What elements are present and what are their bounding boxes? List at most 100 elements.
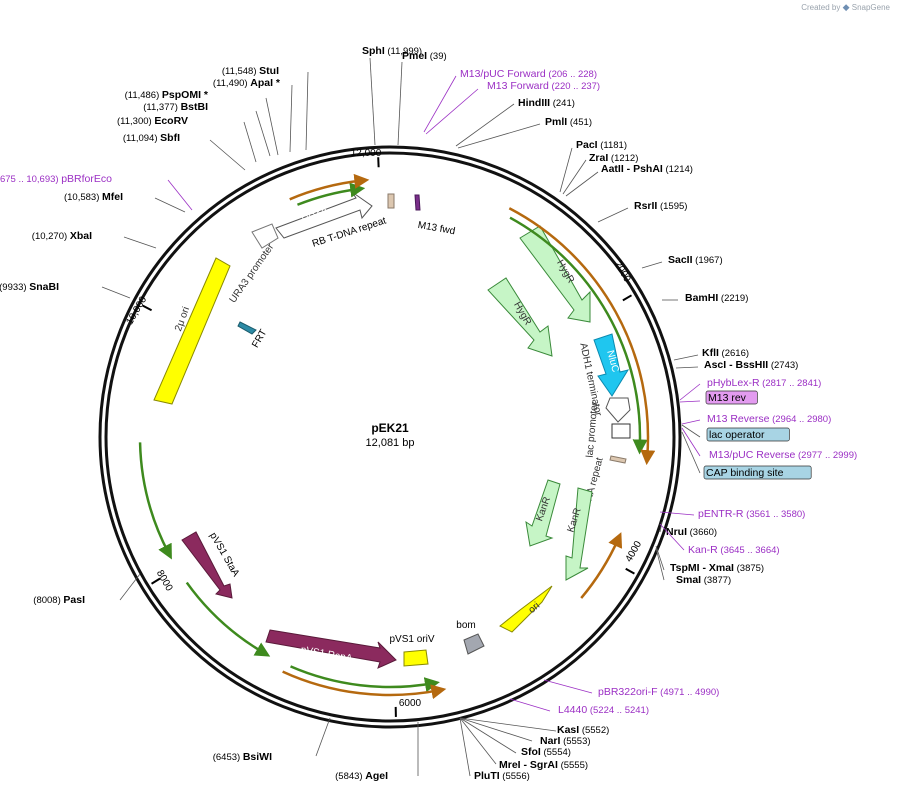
feature-m13-fwd[interactable]: M13 fwd	[414, 194, 456, 237]
feature-hygr[interactable]: HygR	[519, 225, 591, 323]
site-name: SphI	[362, 45, 385, 57]
feature-track	[296, 182, 366, 206]
site-bstbi[interactable]: (11,377) BstBI	[143, 101, 271, 157]
feature-kanr[interactable]: KanR	[565, 487, 593, 581]
site-mfei[interactable]: (10,583) MfeI	[64, 191, 186, 213]
site-kan-r[interactable]: Kan-R (3645 .. 3664)	[659, 523, 780, 556]
feature-hygr[interactable]: HygR	[487, 277, 553, 357]
site-leader-line	[315, 717, 331, 757]
site-kasi[interactable]: KasI (5552)	[459, 717, 609, 736]
site-stui[interactable]: (11,548) StuI	[222, 65, 309, 151]
site-pbr322ori-f[interactable]: pBR322ori-F (4971 .. 4990)	[543, 679, 720, 698]
site-smai[interactable]: SmaI (3877)	[655, 547, 731, 586]
site-leader-line	[455, 103, 515, 147]
site-agei[interactable]: (5843) AgeI	[335, 722, 419, 782]
feature-lac-promoter[interactable]: lac promoter	[585, 401, 631, 458]
site-paci[interactable]: PacI (1181)	[559, 139, 627, 193]
site-sacii[interactable]: SacII (1967)	[641, 254, 723, 269]
feature-ori[interactable]: ori	[499, 585, 553, 633]
site-name: EcoRV	[154, 115, 188, 127]
site-leader-line	[457, 123, 541, 149]
site-position: (5843)	[335, 771, 365, 782]
site-l4440[interactable]: L4440 (5224 .. 5241)	[509, 698, 649, 716]
site-xbai[interactable]: (10,270) XbaI	[32, 230, 157, 249]
feature-nluc[interactable]: NluC	[593, 333, 630, 397]
feature-ura3-promoter[interactable]: URA3 promoter	[228, 223, 279, 305]
site-leader-line	[641, 261, 663, 269]
site-name: PluTI	[474, 770, 500, 782]
site-rsrii[interactable]: RsrII (1595)	[597, 200, 687, 223]
site-bamhi[interactable]: BamHI (2219)	[662, 292, 748, 304]
feature-shape	[499, 585, 553, 633]
site-name: KasI	[557, 724, 579, 736]
site-pasi[interactable]: (8008) PasI	[33, 573, 141, 606]
site-asci-bsshii[interactable]: AscI - BssHII (2743)	[675, 359, 798, 371]
site-bsiwi[interactable]: (6453) BsiWI	[213, 717, 331, 763]
site-label: M13/pUC Reverse (2977 .. 2999)	[709, 449, 857, 461]
feature-track	[580, 532, 623, 599]
site-position: (5554)	[541, 747, 571, 758]
site-hindiii[interactable]: HindIII (241)	[455, 97, 575, 147]
site-name: SmaI	[676, 574, 701, 586]
site-pmei[interactable]: PmeI (39)	[397, 50, 447, 146]
feature-pvs1-oriv[interactable]: pVS1 oriV	[389, 634, 435, 667]
site-label: (8008) PasI	[33, 594, 85, 606]
site-ecorv[interactable]: (11,300) EcoRV	[117, 115, 257, 163]
site-mrei-sgrai[interactable]: MreI - SgrAI (5555)	[459, 717, 588, 771]
site-zrai[interactable]: ZraI (1212)	[562, 152, 638, 195]
site-sbfi[interactable]: (11,094) SbfI	[123, 132, 246, 171]
feature-bom[interactable]: bom	[456, 620, 485, 655]
site-m13-reverse[interactable]: M13 Reverse (2964 .. 2980)	[681, 413, 831, 425]
site-label: SphI (11,999)	[362, 45, 422, 57]
feature-pvs1-repa[interactable]: pVS1 RepA	[265, 629, 397, 669]
site-aatii-pshai[interactable]: AatII - PshAI (1214)	[565, 163, 693, 197]
site-m13-puc-forward[interactable]: M13/pUC Forward (206 .. 228)	[423, 68, 597, 133]
site-name: SfoI	[521, 746, 541, 758]
site-m13-puc-reverse[interactable]: M13/pUC Reverse (2977 .. 2999)	[681, 427, 857, 461]
feature-2-ori[interactable]: 2μ ori	[153, 257, 231, 405]
site-nari[interactable]: NarI (5553)	[459, 717, 591, 747]
site-pbrforeco[interactable]: (10,675 .. 10,693) pBRforEco	[0, 173, 193, 211]
site-position: (9933)	[0, 282, 29, 293]
site-kfli[interactable]: KflI (2616)	[673, 347, 749, 361]
site-label: (11,548) StuI	[222, 65, 279, 77]
feature-shape	[265, 629, 397, 669]
site-leader-line	[167, 179, 193, 211]
feature-track	[290, 665, 440, 693]
site-position: (4971 .. 4990)	[658, 687, 720, 698]
site-lac-operator[interactable]: lac operator	[681, 424, 790, 442]
site-label: AatII - PshAI (1214)	[601, 163, 693, 175]
site-label: HindIII (241)	[518, 97, 575, 109]
site-leader-line	[305, 71, 309, 151]
site-name: pBR322ori-F	[598, 686, 658, 698]
site-pmli[interactable]: PmlI (451)	[457, 116, 592, 149]
site-leader-line	[681, 424, 701, 438]
site-pspomi-[interactable]: (11,486) PspOMI *	[125, 89, 279, 156]
site-apai-[interactable]: (11,490) ApaI *	[213, 77, 293, 153]
site-cap-binding-site[interactable]: CAP binding site	[681, 431, 812, 480]
feature-frt[interactable]: FRT	[237, 321, 269, 350]
site-label: (10,675 .. 10,693) pBRforEco	[0, 173, 112, 185]
site-snabi[interactable]: (9933) SnaBI	[0, 281, 131, 299]
site-label: MreI - SgrAI (5555)	[499, 759, 588, 771]
site-pentr-r[interactable]: pENTR-R (3561 .. 3580)	[659, 508, 805, 520]
feature-shape	[565, 487, 593, 581]
site-label: KflI (2616)	[702, 347, 749, 359]
site-phyblex-r[interactable]: pHybLex-R (2817 .. 2841)	[679, 377, 821, 401]
site-sphi[interactable]: SphI (11,999)	[362, 45, 422, 146]
site-sfoi[interactable]: SfoI (5554)	[459, 717, 571, 758]
site-label: pENTR-R (3561 .. 3580)	[698, 508, 805, 520]
site-m13-rev[interactable]: M13 rev	[679, 390, 758, 405]
feature-kanr[interactable]: KanR	[525, 479, 561, 547]
feature-shape	[237, 321, 257, 335]
feature-label: M13 fwd	[417, 220, 456, 237]
site-label: L4440 (5224 .. 5241)	[558, 704, 649, 716]
site-m13-forward[interactable]: M13 Forward (220 .. 237)	[425, 80, 600, 135]
site-name: pHybLex-R	[707, 377, 760, 389]
feature-track	[508, 207, 656, 466]
site-name: ZraI	[589, 152, 608, 164]
site-pluti[interactable]: PluTI (5556)	[459, 717, 530, 782]
site-nrui[interactable]: NruI (3660)	[659, 521, 717, 538]
site-tspmi-xmai[interactable]: TspMI - XmaI (3875)	[655, 545, 764, 574]
